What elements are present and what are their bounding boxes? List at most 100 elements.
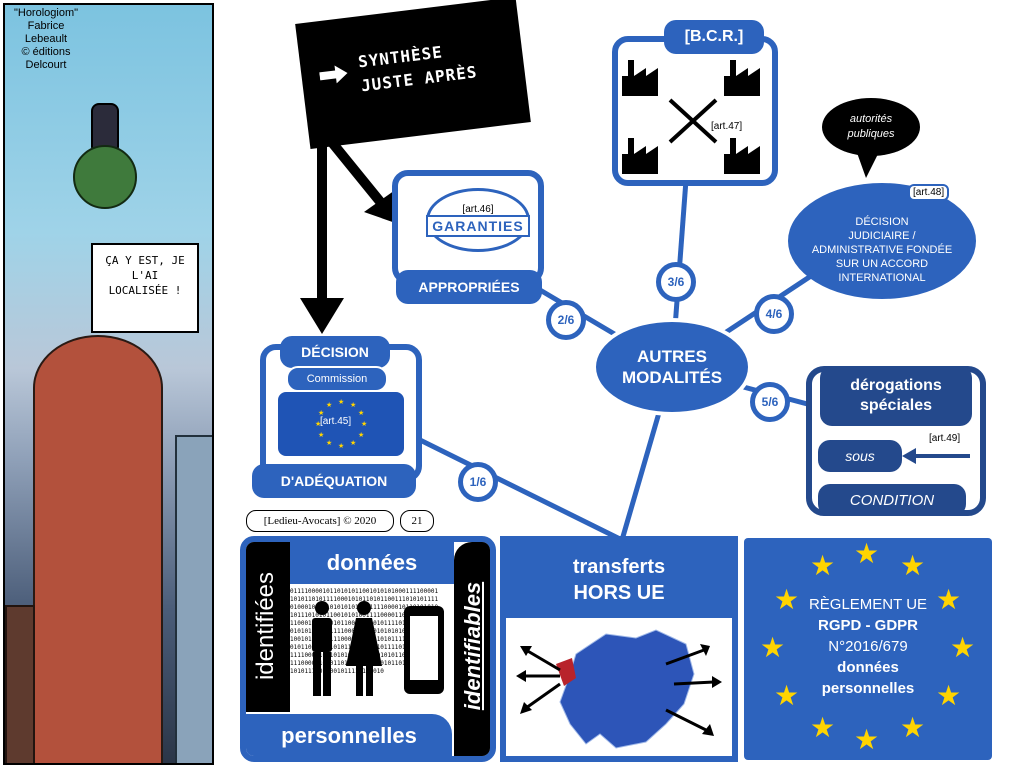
svg-text:★: ★	[326, 439, 332, 447]
tower-main	[33, 335, 163, 763]
derogations-condition: CONDITION	[818, 484, 966, 516]
decjud-art: [art.48]	[908, 184, 950, 201]
star-icon: ★	[774, 680, 800, 711]
people-device-icon	[312, 601, 444, 696]
credit-publisher: © éditions Delcourt	[21, 46, 71, 71]
decjud-line1: DÉCISION	[855, 216, 909, 228]
adequation-commission: Commission	[286, 366, 388, 392]
star-icon: ★	[854, 538, 880, 569]
svg-text:★: ★	[338, 442, 344, 450]
decjud-line3: ADMINISTRATIVE FONDÉE	[811, 244, 953, 256]
donnees-right-band	[454, 542, 490, 756]
arrow-down-head	[300, 298, 344, 334]
arrow-left-icon	[902, 448, 970, 464]
star-icon: ★	[760, 632, 786, 663]
star-icon: ★	[936, 680, 962, 711]
derogations-line2: spéciales	[859, 397, 933, 414]
reglement-line4: données	[837, 659, 899, 676]
garanties-stamp: [art.46] GARANTIES	[426, 188, 530, 252]
step-5-badge: 5/6	[750, 382, 790, 422]
donnees-left-band	[246, 542, 290, 712]
arrow-right-icon	[319, 65, 348, 84]
transferts-line2: HORS UE	[573, 582, 665, 604]
derogations-art: [art.49]	[926, 432, 964, 445]
star-icon: ★	[950, 632, 976, 663]
star-icon: ★	[900, 550, 926, 581]
reglement-line2: RGPD - GDPR	[817, 617, 918, 634]
synthese-box: SYNTHÈSE JUSTE APRÈS	[295, 0, 531, 150]
comic-balloon-vehicle	[73, 145, 137, 209]
donnees-title: données	[290, 542, 454, 584]
reglement-line5: personnelles	[821, 680, 915, 697]
factory-network-icon	[622, 60, 760, 174]
speech-bubble: ÇA Y EST, JE L'AI LOCALISÉE !	[91, 243, 199, 333]
step-4-badge: 4/6	[754, 294, 794, 334]
line-adequation	[418, 437, 624, 543]
adequation-art: [art.45]	[320, 416, 352, 427]
star-icon: ★	[854, 724, 880, 755]
bcr-title: [B.C.R.]	[664, 20, 764, 54]
comic-credit: "Horologiom" Fabrice Lebeault © éditions…	[7, 7, 85, 72]
donnees-panel: données identifiées identifiables 011110…	[240, 536, 496, 762]
autorites-line1: autorités	[849, 113, 893, 125]
svg-text:★: ★	[318, 409, 324, 417]
garanties-art: [art.46]	[462, 203, 494, 215]
star-icon: ★	[936, 584, 962, 615]
step-2-badge: 2/6	[546, 300, 586, 340]
tower-left	[5, 605, 35, 763]
star-icon: ★	[774, 584, 800, 615]
svg-text:★: ★	[315, 420, 321, 428]
credit-title: "Horologiom"	[13, 7, 79, 19]
tower-right	[175, 435, 212, 763]
decjud-line2: JUDICIAIRE /	[848, 230, 916, 242]
decjud-line5: INTERNATIONAL	[838, 272, 926, 284]
europe-map-icon	[516, 629, 722, 749]
credit-author: Fabrice Lebeault	[24, 20, 68, 45]
autres-line2: MODALITÉS	[621, 368, 723, 387]
eu-flag: ★★★ ★★★ ★★★ ★★★ [art.45]	[278, 392, 404, 456]
reglement-text: RÈGLEMENT UE RGPD - GDPR N°2016/679 donn…	[784, 594, 952, 699]
bcr-art: [art.47]	[708, 120, 746, 133]
svg-text:★: ★	[338, 398, 344, 406]
adequation-bottom: D'ADÉQUATION	[252, 464, 416, 498]
autres-modalites-hub: AUTRES MODALITÉS	[592, 318, 752, 416]
donnees-left-label: identifiées	[252, 571, 279, 681]
autorites-line2: publiques	[847, 128, 895, 140]
donnees-right-label: identifiables	[460, 581, 485, 711]
synthese-text: SYNTHÈSE JUSTE APRÈS	[357, 36, 479, 98]
transferts-line1: transferts	[572, 556, 666, 578]
eu-stars-icon: ★★★ ★★★ ★★★ ★★★	[315, 398, 367, 450]
star-icon: ★	[900, 712, 926, 743]
transferts-header: transferts HORS UE	[506, 542, 732, 618]
page-number: 21	[400, 510, 434, 532]
garanties-stamp-label: GARANTIES	[426, 214, 530, 237]
transferts-panel: transferts HORS UE	[500, 536, 738, 762]
donnees-bottom: personnelles	[246, 714, 452, 756]
star-icon: ★	[810, 712, 836, 743]
autorites-bubble-tail	[856, 150, 880, 178]
autres-line1: AUTRES	[637, 347, 707, 366]
svg-text:★: ★	[358, 409, 364, 417]
svg-text:★: ★	[350, 439, 356, 447]
reglement-line1: RÈGLEMENT UE	[808, 596, 928, 613]
reglement-panel: ★ ★ ★ ★ ★ ★ ★ ★ ★ ★ ★ ★ RÈGLEMENT UE RGP…	[744, 538, 992, 760]
adequation-top: DÉCISION	[280, 336, 390, 368]
derogations-line1: dérogations	[850, 377, 942, 394]
comic-strip: "Horologiom" Fabrice Lebeault © éditions…	[3, 3, 214, 765]
garanties-label: APPROPRIÉES	[396, 270, 542, 304]
arrow-diag-shaft	[326, 136, 386, 208]
svg-text:★: ★	[361, 420, 367, 428]
svg-text:★: ★	[326, 401, 332, 409]
reglement-line3: N°2016/679	[828, 638, 908, 655]
step-1-badge: 1/6	[458, 462, 498, 502]
step-3-badge: 3/6	[656, 262, 696, 302]
star-icon: ★	[810, 550, 836, 581]
svg-text:★: ★	[350, 401, 356, 409]
derogations-sous: sous	[818, 440, 902, 472]
svg-text:★: ★	[358, 431, 364, 439]
decjud-line4: SUR UN ACCORD	[835, 258, 929, 270]
copyright: [Ledieu-Avocats] © 2020	[246, 510, 394, 532]
autorites-bubble: autorités publiques	[822, 98, 920, 156]
decision-judiciaire-bubble: DÉCISION JUDICIAIRE / ADMINISTRATIVE FON…	[788, 183, 976, 299]
derogations-title: dérogations spéciales	[820, 366, 972, 426]
